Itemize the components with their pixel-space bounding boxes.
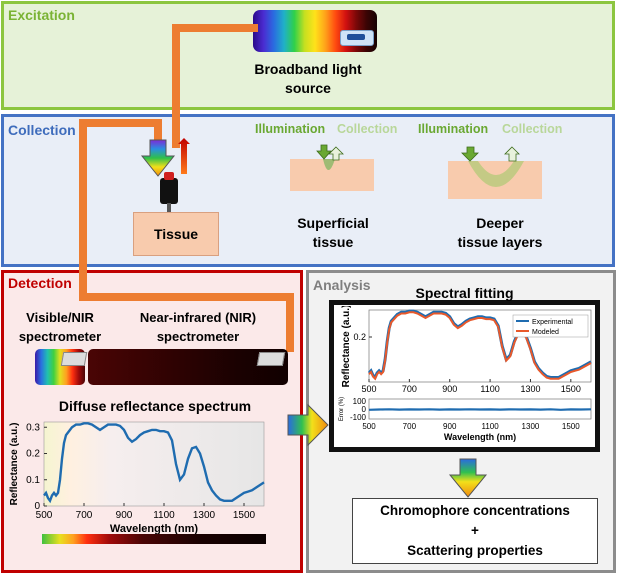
nir-label-line1: Near-infrared (NIR) <box>139 310 257 325</box>
fit-x-tick-label: 700 <box>402 384 417 394</box>
collection-label-2: Collection <box>502 122 563 136</box>
error-y-tick-label: 100 <box>353 397 367 406</box>
tissue-block: Tissue <box>133 212 219 256</box>
nir-spectrometer-label: Near-infrared (NIR) spectrometer <box>118 308 278 346</box>
excitation-title: Excitation <box>8 7 75 23</box>
fiber-probe-tip-icon <box>164 172 174 180</box>
fit-legend <box>512 314 589 338</box>
fit-x-tick-label: 1500 <box>561 384 581 394</box>
spectrum-y-axis-label: Reflectance (a.u.) <box>9 423 20 506</box>
spectrum-line <box>43 422 265 504</box>
superficial-collection-arrow-up-icon <box>328 146 344 161</box>
output-line3: Scattering properties <box>407 543 543 558</box>
tissue-label: Tissue <box>153 226 199 242</box>
legend-experimental-label: Experimental <box>532 319 573 326</box>
spectrum-y-tick-label: 0.1 <box>26 475 40 486</box>
spectrum-plot-area <box>43 421 265 507</box>
fiber-probe-icon <box>160 178 178 204</box>
superficial-label-line2: tissue <box>312 234 354 250</box>
deeper-label: Deeper tissue layers <box>440 214 560 252</box>
spectrum-x-tick-label: 1500 <box>233 510 256 521</box>
fiber-probe-end-icon <box>167 203 171 212</box>
collection-title: Collection <box>8 122 76 138</box>
output-box: Chromophore concentrations + Scattering … <box>352 498 598 564</box>
fit-x-tick-label: 1300 <box>520 384 540 394</box>
vis-label-line2: spectrometer <box>18 329 102 344</box>
error-y-tick-label: 0 <box>362 405 367 414</box>
source-label-line1: Broadband light <box>254 61 362 77</box>
error-line <box>368 408 592 411</box>
spectrum-x-axis-label: Wavelength (nm) <box>110 523 199 535</box>
output-line2: + <box>471 523 479 538</box>
spectrum-y-tick-label: 0.3 <box>26 422 40 433</box>
spectrum-y-tick-label: 0 <box>34 501 40 512</box>
detection-fiber <box>79 119 294 352</box>
error-x-axis-label: Wavelength (nm) <box>444 432 516 442</box>
nir-label-line2: spectrometer <box>156 329 240 344</box>
error-x-tick-label: 1100 <box>481 422 499 431</box>
probe-arrows <box>140 138 190 177</box>
superficial-tissue-diagram <box>290 144 374 191</box>
illumination-arrow-down-icon <box>140 139 176 177</box>
spectrum-x-tick-label: 500 <box>36 510 53 521</box>
illumination-label-2: Illumination <box>418 122 489 136</box>
deeper-tissue-diagram <box>448 146 542 199</box>
deeper-path-inner <box>478 161 514 175</box>
fit-x-tick-label: 900 <box>442 384 457 394</box>
collection-arrow-up-icon <box>178 138 190 174</box>
error-x-tick-label: 900 <box>443 422 457 431</box>
spectrum-x-tick-label: 1300 <box>193 510 216 521</box>
error-x-tick-label: 500 <box>362 422 376 431</box>
vis-label-line1: Visible/NIR <box>26 310 94 325</box>
detection-panel: Detection <box>1 270 303 573</box>
deeper-collection-arrow-icon <box>504 146 520 162</box>
diffuse-reflectance-chart: 500 700 900 1100 1300 1500 0 0.1 0.2 0.3Wavelengt… <box>9 421 265 535</box>
superficial-label: Superficial tissue <box>278 214 388 252</box>
source-label-line2: source <box>285 80 331 96</box>
error-y-axis-label: Error (%) <box>339 397 345 421</box>
analysis-title: Analysis <box>313 277 371 293</box>
fit-modeled-line <box>368 311 592 381</box>
fit-y-tick-label: 0.2 <box>353 332 366 342</box>
collection-label-1: Collection <box>337 122 398 136</box>
analysis-down-arrow-icon <box>448 458 488 498</box>
light-bulb-core-icon <box>347 34 365 40</box>
superficial-label-line1: Superficial <box>297 215 369 231</box>
error-x-tick-label: 1300 <box>522 422 540 431</box>
spectrum-x-tick-label: 1100 <box>153 510 175 521</box>
deeper-illumination-arrow-icon <box>461 146 479 162</box>
fit-y-axis-label: Reflectance (a.u.) <box>341 306 352 387</box>
illumination-label-1: Illumination <box>255 122 326 136</box>
superficial-path <box>323 159 335 170</box>
spectral-fitting-title: Spectral fitting <box>415 285 514 301</box>
output-line1: Chromophore concentrations <box>380 503 570 518</box>
spectrum-x-tick-label: 900 <box>116 510 133 521</box>
error-x-tick-label: 700 <box>403 422 417 431</box>
superficial-illumination-arrow-icon <box>316 144 332 160</box>
error-x-tick-label: 1500 <box>562 422 580 431</box>
spectrum-y-tick-label: 0.2 <box>26 449 40 460</box>
spectrum-title: Diffuse reflectance spectrum <box>58 398 252 414</box>
error-y-tick-label: -100 <box>350 413 367 422</box>
deeper-label-line1: Deeper <box>476 215 524 231</box>
nir-spectrometer-device-icon <box>256 352 286 366</box>
spectrum-x-tick-label: 700 <box>76 510 93 521</box>
fit-x-tick-label: 500 <box>361 384 376 394</box>
detection-to-analysis-arrow-icon <box>287 403 329 447</box>
vis-spectrometer-device-icon <box>60 352 88 366</box>
source-label: Broadband light source <box>243 60 373 98</box>
vis-spectrometer-label: Visible/NIR spectrometer <box>14 308 106 346</box>
legend-modeled-label: Modeled <box>532 329 559 336</box>
nir-spectrometer-icon <box>88 349 288 385</box>
fit-x-tick-label: 1100 <box>480 384 499 394</box>
detection-title: Detection <box>8 275 72 291</box>
wavelength-colorbar <box>42 534 266 544</box>
deeper-label-line2: tissue layers <box>457 234 543 250</box>
excitation-fiber <box>172 24 258 148</box>
